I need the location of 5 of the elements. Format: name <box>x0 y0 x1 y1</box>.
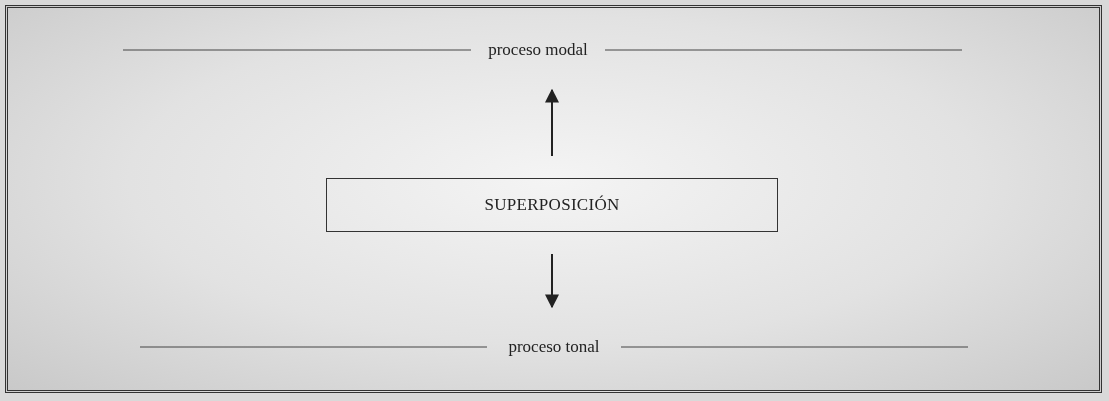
stage-label: proceso tonal <box>487 335 621 359</box>
stage-label: proceso modal <box>471 38 605 62</box>
process-box: SUPERPOSICIÓN <box>326 178 778 232</box>
arrow <box>545 88 559 157</box>
arrow <box>545 253 559 309</box>
